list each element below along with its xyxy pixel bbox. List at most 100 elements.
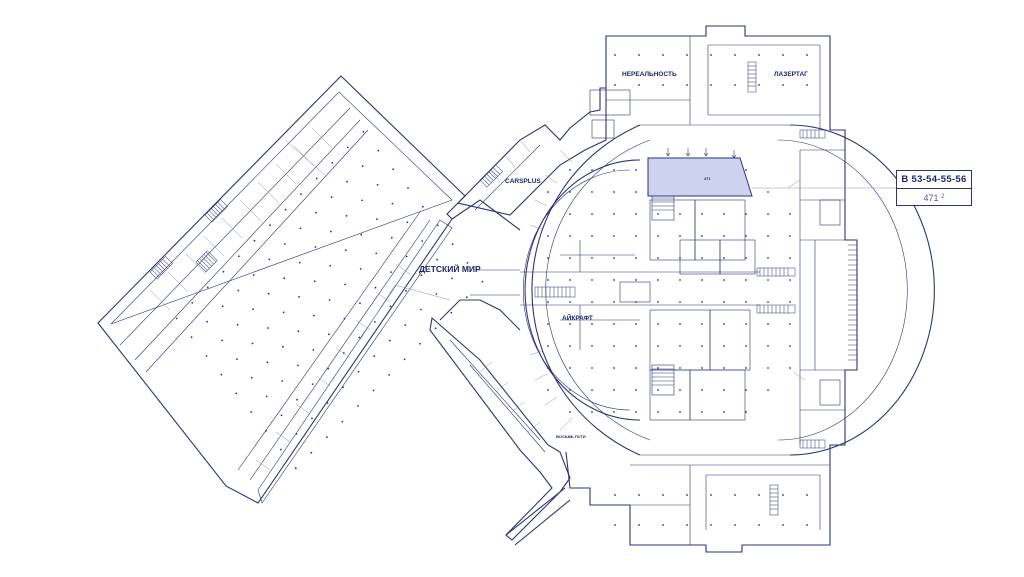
column-dot bbox=[657, 301, 659, 303]
column-dot bbox=[299, 227, 302, 230]
column-dot bbox=[330, 196, 333, 199]
column-dot bbox=[310, 451, 313, 454]
label-nerealnost[interactable]: НЕРЕАЛЬНОСТЬ bbox=[622, 71, 677, 78]
column-dot bbox=[789, 367, 791, 369]
column-dot bbox=[282, 311, 285, 314]
column-dot bbox=[679, 367, 681, 369]
column-dot bbox=[344, 283, 346, 286]
column-dot bbox=[782, 84, 784, 86]
column-dot bbox=[591, 257, 593, 259]
column-dot bbox=[547, 367, 549, 369]
column-dot bbox=[679, 323, 681, 325]
column-dot bbox=[388, 339, 391, 342]
column-dot bbox=[723, 279, 725, 281]
column-dot bbox=[662, 84, 664, 86]
column-dot bbox=[635, 323, 637, 325]
column-dot bbox=[375, 252, 378, 255]
column-dot bbox=[789, 301, 791, 303]
column-dot bbox=[265, 429, 267, 432]
column-dot bbox=[591, 169, 593, 171]
column-dot bbox=[591, 191, 593, 193]
column-dot bbox=[296, 398, 298, 401]
column-dot bbox=[701, 411, 703, 413]
column-dot bbox=[723, 345, 725, 347]
column-dot bbox=[701, 213, 703, 215]
column-dot bbox=[236, 358, 238, 360]
unit-area: 471 2 bbox=[897, 189, 971, 206]
column-dot bbox=[481, 280, 484, 283]
column-dot bbox=[806, 524, 808, 526]
column-dot bbox=[686, 494, 688, 496]
column-dot bbox=[591, 411, 593, 413]
column-dot bbox=[613, 301, 615, 303]
column-dot bbox=[782, 524, 784, 526]
column-dot bbox=[701, 367, 703, 369]
column-dot bbox=[420, 274, 423, 277]
column-dot bbox=[359, 268, 362, 270]
column-dot bbox=[344, 249, 347, 252]
unit-code: В 53-54-55-56 bbox=[897, 171, 971, 189]
column-dot bbox=[613, 389, 615, 391]
column-dot bbox=[806, 84, 808, 86]
column-dot bbox=[280, 414, 283, 417]
label-carsplus[interactable]: CARSPLUS bbox=[505, 178, 541, 185]
column-dot bbox=[679, 389, 681, 391]
column-dot bbox=[281, 380, 284, 382]
column-dot bbox=[613, 323, 615, 325]
column-dot bbox=[300, 193, 302, 196]
column-dot bbox=[657, 389, 659, 391]
column-dot bbox=[767, 235, 769, 237]
column-dot bbox=[789, 345, 791, 347]
column-dot bbox=[723, 323, 725, 325]
column-dot bbox=[701, 345, 703, 347]
column-dot bbox=[346, 146, 349, 149]
column-dot bbox=[547, 323, 549, 325]
column-dot bbox=[205, 355, 208, 357]
column-dot bbox=[569, 279, 571, 281]
column-dot bbox=[345, 215, 348, 217]
label-aykraft[interactable]: АЙКРАФТ bbox=[562, 313, 593, 322]
column-dot bbox=[405, 255, 408, 258]
column-dot bbox=[222, 270, 225, 273]
column-dot bbox=[679, 411, 681, 413]
column-dot bbox=[328, 333, 330, 336]
column-dot bbox=[175, 317, 178, 320]
label-detsky-mir[interactable]: ДЕТСКИЙ МИР bbox=[419, 263, 481, 274]
column-dot bbox=[723, 411, 725, 413]
column-dot bbox=[758, 524, 760, 526]
column-dot bbox=[635, 257, 637, 259]
column-dot bbox=[388, 374, 390, 376]
column-dot bbox=[420, 308, 422, 311]
column-dot bbox=[547, 279, 549, 281]
column-dot bbox=[723, 301, 725, 303]
unit-callout[interactable]: В 53-54-55-56 471 2 bbox=[896, 170, 972, 206]
column-dot bbox=[296, 364, 299, 367]
column-dot bbox=[745, 411, 747, 413]
column-dot bbox=[283, 277, 286, 280]
column-dot bbox=[613, 279, 615, 281]
column-dot bbox=[547, 301, 549, 303]
column-dot bbox=[327, 367, 330, 370]
column-dot bbox=[191, 302, 194, 304]
column-dot bbox=[311, 417, 313, 420]
column-dot bbox=[635, 213, 637, 215]
column-dot bbox=[250, 376, 253, 379]
column-dot bbox=[613, 411, 615, 413]
selected-unit-area[interactable]: 471 bbox=[647, 148, 753, 197]
column-dot bbox=[362, 130, 365, 133]
column-dot bbox=[614, 494, 616, 496]
column-dot bbox=[265, 395, 268, 398]
column-dot bbox=[466, 262, 469, 264]
column-dot bbox=[745, 235, 747, 237]
label-vosmi[interactable]: ВОСЬМЬ ПУТИ bbox=[556, 434, 586, 439]
column-dot bbox=[635, 367, 637, 369]
column-dot bbox=[547, 213, 549, 215]
column-dot bbox=[767, 301, 769, 303]
column-dot bbox=[613, 213, 615, 215]
column-dot bbox=[360, 233, 363, 236]
column-dot bbox=[789, 213, 791, 215]
label-lazertag[interactable]: ЛАЗЕРТАГ bbox=[774, 71, 808, 78]
column-dot bbox=[405, 289, 407, 292]
column-dot bbox=[679, 235, 681, 237]
column-dot bbox=[638, 84, 640, 86]
